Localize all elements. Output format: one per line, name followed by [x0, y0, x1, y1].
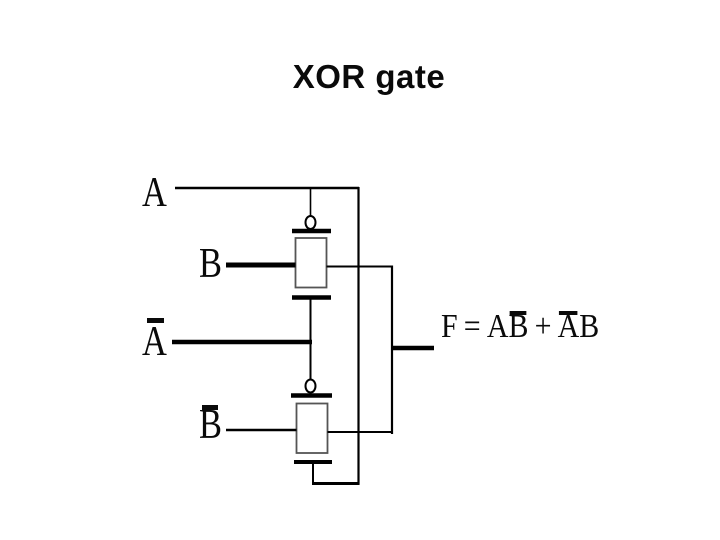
transmission-gate-body-top [294, 237, 328, 289]
formula-term2-a: A [557, 308, 580, 345]
formula-term2-b: B [579, 308, 600, 345]
formula-lhs: F [441, 308, 458, 345]
input-label-b-bar: B [199, 402, 222, 448]
formula-term1-b: B [508, 308, 529, 345]
formula-term2-a-negated: A [558, 310, 580, 344]
overbar-icon [558, 311, 578, 315]
formula-equals: = [463, 308, 481, 345]
formula-term1-a: A [486, 308, 509, 345]
transmission-gate-body-bottom [295, 402, 329, 454]
slide-title: XOR gate [292, 58, 446, 95]
inversion-bubble-icon-bottom [304, 378, 317, 394]
formula-term1-b-negated: B [508, 310, 528, 344]
formula-plus: + [534, 308, 552, 345]
input-label-a: A [142, 170, 167, 216]
overbar-icon [509, 311, 527, 315]
input-label-b: B [199, 241, 222, 287]
inversion-bubble-icon-top [304, 215, 317, 230]
overbar-a [147, 318, 164, 323]
overbar-b [202, 405, 218, 410]
input-label-a-bar: A [142, 319, 167, 365]
